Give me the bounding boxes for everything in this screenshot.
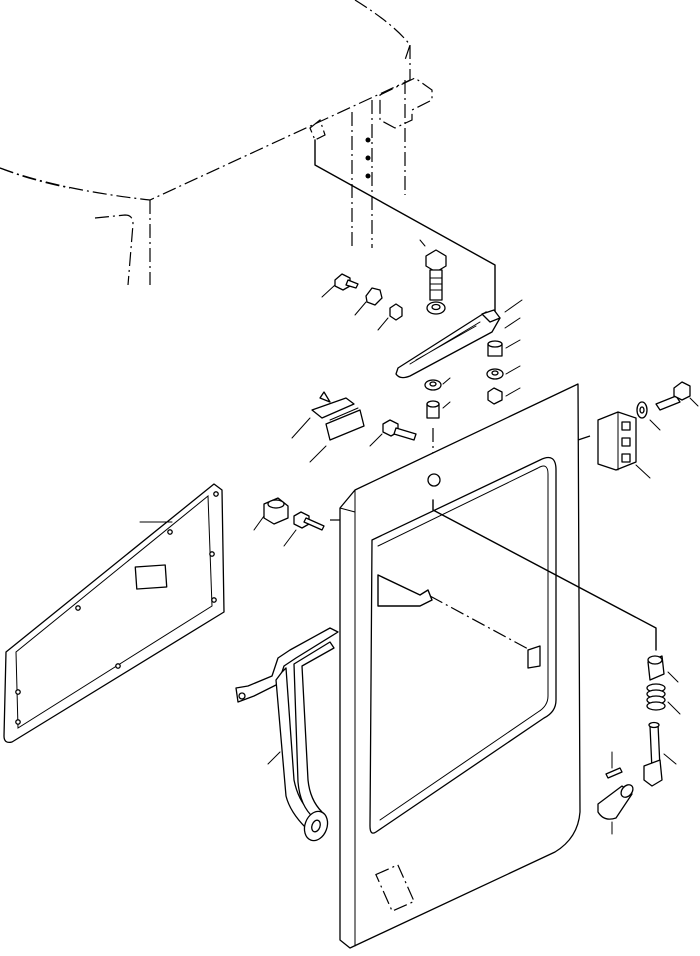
side-hinge-bracket: [597, 411, 651, 479]
cap-nut: [354, 287, 383, 316]
inside-handle-rod: [235, 627, 339, 842]
hinge-bolt: [655, 381, 699, 411]
bushing: [253, 497, 289, 531]
mounting-bolt: [321, 273, 359, 298]
interior-panel: [3, 483, 225, 744]
latch-pin: [643, 721, 677, 787]
mounting-bolt: [369, 419, 417, 447]
hinge-bolt: [419, 239, 447, 301]
washer: [636, 401, 661, 431]
roll-pin: [605, 751, 623, 779]
knob: [597, 784, 634, 835]
striker-plate: [291, 391, 365, 463]
washer: [426, 301, 446, 315]
spring: [646, 683, 681, 715]
upper-hinge-arm: [395, 299, 523, 379]
bushing: [486, 339, 521, 405]
cab-roof: [0, 0, 496, 319]
mounting-bolt: [283, 511, 325, 547]
door-pin: [647, 655, 679, 683]
door-frame: [330, 383, 657, 949]
lock-nut: [377, 303, 403, 331]
